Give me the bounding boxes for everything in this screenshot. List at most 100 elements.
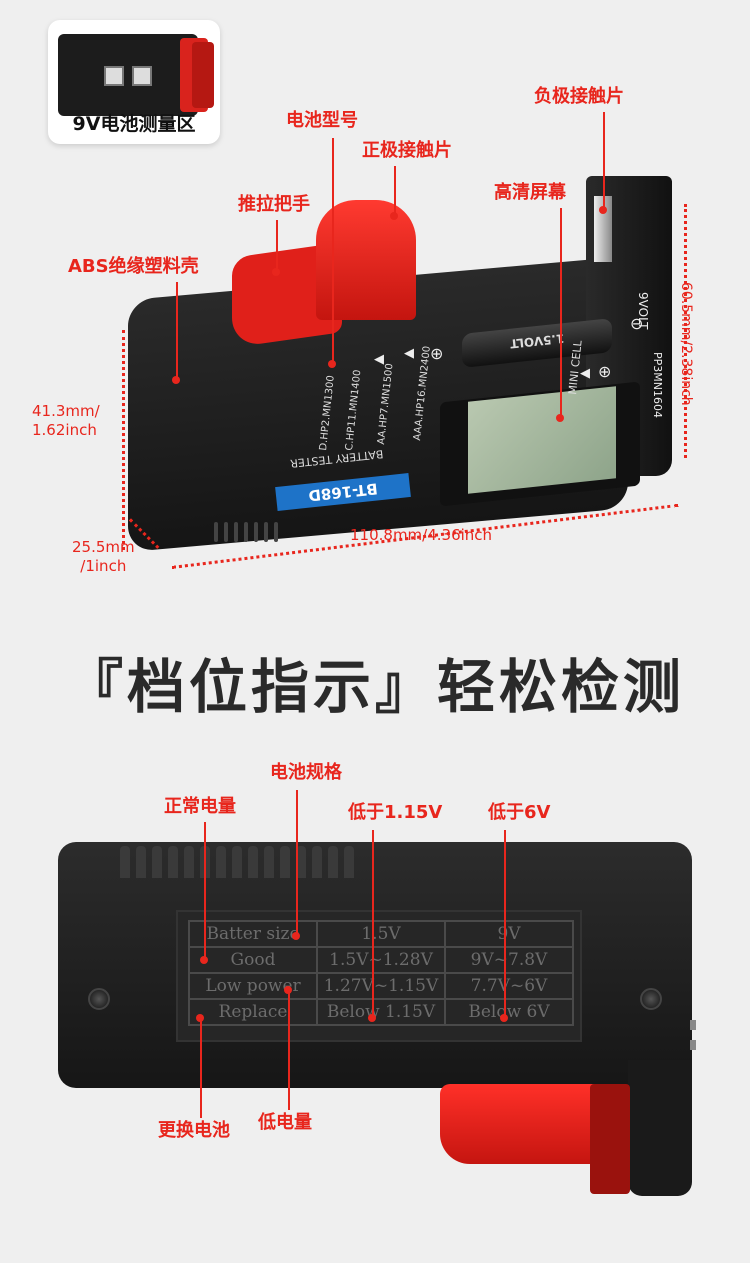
back-vent bbox=[328, 846, 338, 878]
callout-line bbox=[394, 166, 396, 218]
callout-line bbox=[560, 208, 562, 418]
callout-dot bbox=[328, 360, 336, 368]
callout-below-6v: 低于6V bbox=[488, 802, 551, 823]
plus-icon-mini: ⊕ bbox=[598, 362, 612, 381]
back-vent bbox=[184, 846, 194, 878]
table-row: Low power 1.27V~1.15V 7.7V~6V bbox=[188, 972, 574, 1000]
table-cell: 9V~7.8V bbox=[444, 946, 574, 974]
table-cell: Below 6V bbox=[444, 998, 574, 1026]
back-vent bbox=[248, 846, 258, 878]
callout-line bbox=[332, 138, 334, 362]
pp3-label: PP3MN1604 bbox=[651, 352, 664, 418]
callout-line bbox=[176, 282, 178, 378]
table-cell: 1.5V~1.28V bbox=[316, 946, 446, 974]
callout-dot bbox=[272, 268, 280, 276]
back-vent bbox=[152, 846, 162, 878]
lcd-screen bbox=[468, 386, 616, 494]
minus-icon: ⊖ bbox=[630, 314, 644, 333]
arrow-left-icon-aaa: ◀ bbox=[404, 346, 414, 361]
callout-dot bbox=[292, 932, 300, 940]
callout-battery-model: 电池型号 bbox=[286, 110, 358, 131]
callout-positive-contact: 正极接触片 bbox=[362, 140, 452, 161]
callout-line bbox=[288, 990, 290, 1110]
table-row: Good 1.5V~1.28V 9V~7.8V bbox=[188, 946, 574, 974]
table-cell: 1.5V bbox=[316, 920, 446, 948]
vent-slot bbox=[254, 522, 258, 542]
callout-line bbox=[603, 112, 605, 210]
back-vent bbox=[168, 846, 178, 878]
table-cell: Low power bbox=[188, 972, 318, 1000]
callout-dot bbox=[368, 1014, 376, 1022]
back-vent bbox=[216, 846, 226, 878]
vent-slot bbox=[234, 522, 238, 542]
edge-notch bbox=[690, 1040, 696, 1050]
vent-slot bbox=[274, 522, 278, 542]
vent-slot bbox=[214, 522, 218, 542]
table-row: Batter size 1.5V 9V bbox=[188, 920, 574, 948]
dimension-length: 110.8mm/4.36inch bbox=[350, 526, 493, 544]
back-red-handle-side bbox=[590, 1084, 630, 1194]
table-cell: Replace bbox=[188, 998, 318, 1026]
back-vent bbox=[280, 846, 290, 878]
back-vent bbox=[120, 846, 130, 878]
callout-dot bbox=[172, 376, 180, 384]
handle-hump bbox=[316, 200, 416, 320]
callout-push-handle: 推拉把手 bbox=[238, 194, 310, 215]
callout-replace-battery: 更换电池 bbox=[158, 1120, 230, 1141]
negative-contact-plate bbox=[594, 196, 612, 262]
thumbnail-contact-left bbox=[104, 66, 124, 86]
table-cell: 7.7V~6V bbox=[444, 972, 574, 1000]
screw-left bbox=[88, 988, 110, 1010]
table-row: Replace Below 1.15V Below 6V bbox=[188, 998, 574, 1026]
callout-line bbox=[276, 220, 278, 272]
thumbnail-device-body bbox=[58, 34, 198, 116]
callout-dot bbox=[599, 206, 607, 214]
callout-hd-screen: 高清屏幕 bbox=[494, 182, 566, 203]
vent-slot bbox=[264, 522, 268, 542]
thumbnail-red-handle-side bbox=[192, 42, 214, 108]
back-right-leg bbox=[628, 1060, 692, 1196]
callout-dot bbox=[500, 1014, 508, 1022]
dimension-depth: 25.5mm /1inch bbox=[72, 538, 135, 575]
section-heading: 『档位指示』轻松检测 bbox=[64, 653, 685, 721]
dimension-width: 60.5mm/2.38inch bbox=[678, 282, 694, 406]
edge-notch bbox=[690, 1020, 696, 1030]
thumbnail-label: 9V电池测量区 bbox=[72, 113, 196, 135]
arrow-left-icon-aa: ◀ bbox=[374, 352, 384, 367]
vent-slot bbox=[224, 522, 228, 542]
callout-dot bbox=[196, 1014, 204, 1022]
callout-dot bbox=[200, 956, 208, 964]
thumbnail-contact-right bbox=[132, 66, 152, 86]
table-cell: Below 1.15V bbox=[316, 998, 446, 1026]
back-vent bbox=[264, 846, 274, 878]
callout-line bbox=[504, 830, 506, 1016]
callout-abs-shell: ABS绝缘塑料壳 bbox=[68, 256, 199, 277]
back-vent bbox=[136, 846, 146, 878]
plus-icon: ⊕ bbox=[430, 344, 444, 363]
back-vent bbox=[296, 846, 306, 878]
dimension-height: 41.3mm/ 1.62inch bbox=[32, 402, 100, 439]
arrow-left-icon-mini: ◀ bbox=[580, 366, 590, 381]
callout-negative-contact: 负极接触片 bbox=[534, 86, 624, 107]
table-cell: Good bbox=[188, 946, 318, 974]
spec-table: Batter size 1.5V 9V Good 1.5V~1.28V 9V~7… bbox=[188, 920, 574, 1026]
callout-dot bbox=[284, 986, 292, 994]
callout-dot bbox=[556, 414, 564, 422]
table-cell: 1.27V~1.15V bbox=[316, 972, 446, 1000]
back-vent bbox=[232, 846, 242, 878]
callout-battery-spec: 电池规格 bbox=[270, 762, 342, 783]
dimension-line-height bbox=[122, 330, 125, 550]
back-vent bbox=[344, 846, 354, 878]
callout-below-1-15v: 低于1.15V bbox=[348, 802, 443, 823]
callout-dot bbox=[390, 212, 398, 220]
table-cell: 9V bbox=[444, 920, 574, 948]
dimension-line-width bbox=[684, 204, 687, 458]
callout-normal-power: 正常电量 bbox=[164, 796, 236, 817]
screw-right bbox=[640, 988, 662, 1010]
callout-line bbox=[200, 1018, 202, 1118]
nine-volt-area-thumbnail: 9V电池测量区 bbox=[48, 20, 220, 144]
back-vent bbox=[312, 846, 322, 878]
callout-low-power: 低电量 bbox=[258, 1112, 312, 1133]
callout-line bbox=[372, 830, 374, 1016]
callout-line bbox=[296, 790, 298, 934]
